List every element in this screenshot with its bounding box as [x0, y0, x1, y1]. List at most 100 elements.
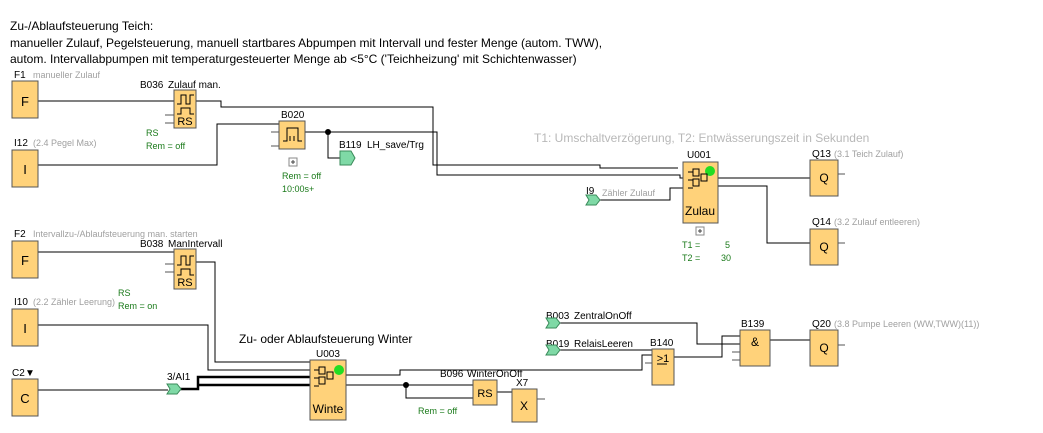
flag-ai1-id: 3/AI1 — [167, 372, 191, 383]
block-x7-symbol: X — [520, 399, 528, 413]
block-b139-box[interactable] — [739, 329, 771, 367]
input-f2[interactable]: F2 Intervallzu-/Ablaufsteuerung man. sta… — [11, 229, 198, 279]
block-b096[interactable]: B096 WinterOnOff RS Rem = off — [418, 369, 523, 416]
block-b038[interactable]: B038 ManIntervall RS RS Rem = on — [118, 239, 222, 311]
input-i12[interactable]: I12 (2.4 Pegel Max) I — [11, 138, 97, 188]
input-c2-block[interactable] — [11, 378, 39, 417]
output-q13-block[interactable] — [809, 159, 839, 197]
output-q13[interactable]: Q13 (3.1 Teich Zulauf) Q — [809, 149, 903, 197]
block-u001-t2-label: T2 = — [682, 253, 700, 263]
block-b020-box[interactable] — [278, 120, 306, 150]
flag-b003-arrow-icon[interactable] — [545, 317, 561, 329]
block-u003-id: U003 — [316, 349, 340, 360]
input-f1-desc: manueller Zulauf — [33, 70, 101, 80]
block-b139[interactable]: B139 & — [739, 319, 771, 367]
block-u001-t2-value: 30 — [721, 253, 731, 263]
input-i12-block[interactable] — [11, 149, 39, 188]
block-b038-symbol: RS — [177, 277, 192, 289]
block-b038-id: B038 — [140, 239, 164, 250]
flag-b003-id: B003 — [546, 311, 570, 322]
block-b036-param1: RS — [146, 128, 159, 138]
output-q14-block[interactable] — [809, 228, 839, 266]
input-c2[interactable]: C2 ▼ C — [11, 368, 39, 417]
block-b096-symbol: RS — [477, 388, 492, 400]
header-line-1: Zu-/Ablaufsteuerung Teich: — [10, 19, 153, 33]
block-b140[interactable]: B140 >1 — [650, 338, 675, 386]
output-q14[interactable]: Q14 (3.2 Zulauf entleeren) Q — [809, 217, 920, 266]
output-q20[interactable]: Q20 (3.8 Pumpe Leeren (WW,TWW)(11)) Q — [809, 319, 979, 367]
block-b139-symbol: & — [751, 335, 759, 349]
pulse-icon — [177, 107, 194, 115]
flag-i9-arrow-icon[interactable] — [585, 194, 601, 206]
input-f1[interactable]: F1 manueller Zulauf F — [11, 70, 101, 119]
block-x7-id: X7 — [516, 378, 529, 389]
input-c2-arrow-icon: ▼ — [25, 368, 35, 379]
block-b140-id: B140 — [650, 338, 674, 349]
flag-ai1-arrow-icon[interactable] — [166, 383, 182, 395]
block-b036[interactable]: B036 Zulauf man. RS RS Rem = off — [140, 80, 221, 151]
header-line-2: manueller Zulauf, Pegelsteuerung, manuel… — [10, 36, 602, 50]
block-u001-t1-label: T1 = — [682, 240, 700, 250]
header-line-3: autom. Intervallabpumpen mit temperaturg… — [10, 52, 577, 66]
block-b038-name: ManIntervall — [168, 239, 222, 250]
block-u001[interactable]: U001 Zulau T1 = 5 T2 = 30 — [682, 150, 731, 263]
block-b038-param2: Rem = on — [118, 301, 157, 311]
input-i12-desc: (2.4 Pegel Max) — [33, 138, 97, 148]
wires — [38, 100, 845, 400]
block-b140-box[interactable] — [651, 348, 675, 386]
input-i12-symbol: I — [23, 162, 27, 177]
block-x7[interactable]: X7 X — [511, 378, 538, 423]
flag-ai1[interactable]: 3/AI1 — [166, 372, 191, 395]
block-b020-param1: Rem = off — [282, 171, 322, 181]
flag-b119-arrow-icon[interactable] — [339, 150, 356, 166]
output-q20-id: Q20 — [812, 319, 831, 330]
input-i10-symbol: I — [23, 321, 27, 336]
block-b096-box[interactable] — [472, 379, 498, 406]
block-b096-name: WinterOnOff — [467, 369, 523, 380]
input-i12-id: I12 — [14, 138, 28, 149]
flag-i9-id: I9 — [586, 186, 595, 197]
flag-b119[interactable]: B119 LH_save/Trg — [339, 140, 424, 166]
annotation-winter: Zu- oder Ablaufsteuerung Winter — [239, 332, 412, 346]
output-q13-id: Q13 — [812, 149, 831, 160]
annotation-main: T1: Umschaltverzögerung, T2: Entwässerun… — [534, 131, 869, 145]
input-f1-id: F1 — [14, 70, 26, 81]
flag-b003[interactable]: B003 ZentralOnOff — [545, 311, 632, 329]
block-x7-box[interactable] — [511, 388, 538, 423]
block-b036-param2: Rem = off — [146, 141, 186, 151]
output-q20-desc: (3.8 Pumpe Leeren (WW,TWW)(11)) — [834, 319, 979, 329]
input-f2-symbol: F — [21, 253, 29, 268]
block-b140-symbol: >1 — [657, 353, 670, 365]
input-i10[interactable]: I10 (2.2 Zähler Leerung) I — [11, 297, 115, 347]
block-b020[interactable]: B020 Rem = off 10:00s+ — [278, 110, 322, 194]
input-f2-id: F2 — [14, 229, 26, 240]
block-u001-t1-value: 5 — [725, 240, 730, 250]
block-u003-label: Winte — [313, 402, 344, 416]
block-u001-id: U001 — [687, 150, 711, 161]
block-b139-id: B139 — [741, 319, 765, 330]
input-f2-block[interactable] — [11, 240, 39, 279]
block-u003[interactable]: U003 Winte — [309, 349, 347, 421]
block-b096-id: B096 — [440, 369, 464, 380]
flag-b019[interactable]: B019 RelaisLeeren — [545, 339, 633, 356]
flag-b003-name: ZentralOnOff — [574, 311, 632, 322]
flag-b019-arrow-icon[interactable] — [545, 344, 561, 356]
input-f1-block[interactable] — [11, 80, 39, 119]
flag-i9[interactable]: I9 Zähler Zulauf — [585, 186, 656, 206]
block-b036-symbol: RS — [177, 116, 192, 128]
output-q20-block[interactable] — [809, 329, 839, 367]
timer-icon — [289, 136, 295, 141]
flag-b019-id: B019 — [546, 339, 570, 350]
output-q14-id: Q14 — [812, 217, 831, 228]
input-i10-desc: (2.2 Zähler Leerung) — [33, 297, 115, 307]
input-i10-id: I10 — [14, 297, 28, 308]
block-b096-param: Rem = off — [418, 406, 458, 416]
block-u001-label: Zulau — [685, 204, 715, 218]
input-c2-id: C2 — [12, 368, 25, 379]
flag-i9-name: Zähler Zulauf — [602, 188, 656, 198]
input-i10-block[interactable] — [11, 308, 39, 347]
pulse-icon — [177, 255, 194, 266]
block-b020-param2: 10:00s+ — [282, 184, 314, 194]
